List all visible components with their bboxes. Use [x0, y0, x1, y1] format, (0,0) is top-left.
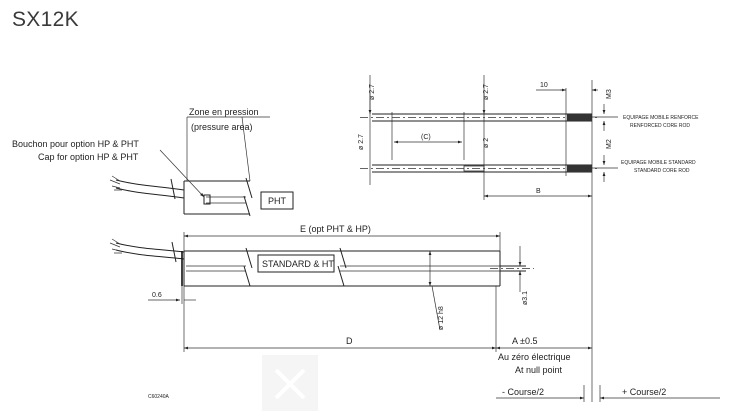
rod-dim-10-label: 10: [540, 82, 548, 89]
standard-ht-label: STANDARD & HT: [262, 259, 334, 269]
rod-dim-m3-label: M3: [606, 89, 613, 99]
standard-rod-note-en: STANDARD CORE ROD: [634, 168, 690, 174]
course-plus-label: + Course/2: [622, 387, 666, 397]
core-rod-view: ø 2.7 ø 2.7 ø 2.7 (C) ø 2 10 M3 M2: [358, 75, 699, 210]
standard-body-view: STANDARD & HT E (opt PHT & HP) 0.6 ø 12 …: [109, 210, 720, 402]
pht-body-view: PHT Zone en pression (pressure area) Bou…: [12, 107, 294, 217]
rod-dim-27-a-label: ø 2.7: [369, 84, 376, 100]
drawing-reference: C60240A: [148, 394, 170, 400]
watermark-icon: [262, 355, 318, 411]
rod-dim-27-c-label: ø 2.7: [358, 134, 365, 150]
rod-dim-b-label: B: [536, 188, 541, 195]
page-title: SX12K: [12, 8, 79, 31]
dimension-12h8-label: ø 12 h8: [438, 306, 445, 330]
zone-label-en: (pressure area): [191, 122, 253, 132]
null-point-label-fr: Au zéro électrique: [498, 352, 571, 362]
pht-label: PHT: [268, 196, 287, 206]
dimension-31-label: ø3.1: [522, 291, 529, 305]
standard-rod-note-fr: EQUIPAGE MOBILE STANDARD: [621, 160, 696, 166]
reinforced-rod-note-en: RENFORCED CORE ROD: [630, 123, 690, 129]
rod-dim-27-b-label: ø 2.7: [483, 84, 490, 100]
zone-label-fr: Zone en pression: [189, 107, 259, 117]
null-point-label-en: At null point: [515, 365, 563, 375]
dimension-d-label: D: [346, 336, 353, 346]
rod-dim-m2-label: M2: [606, 139, 613, 149]
dimension-06-label: 0.6: [152, 292, 162, 299]
cap-label-fr: Bouchon pour option HP & PHT: [12, 139, 139, 149]
rod-dim-2-label: ø 2: [483, 138, 490, 148]
course-minus-label: - Course/2: [502, 387, 544, 397]
reinforced-rod-note-fr: EQUIPAGE MOBILE RENFORCE: [623, 115, 699, 121]
rod-dim-c-label: (C): [421, 134, 431, 141]
dimension-e-label: E (opt PHT & HP): [300, 224, 371, 234]
dimension-a-label: A ±0.5: [512, 336, 537, 346]
cap-label-en: Cap for option HP & PHT: [38, 152, 139, 162]
